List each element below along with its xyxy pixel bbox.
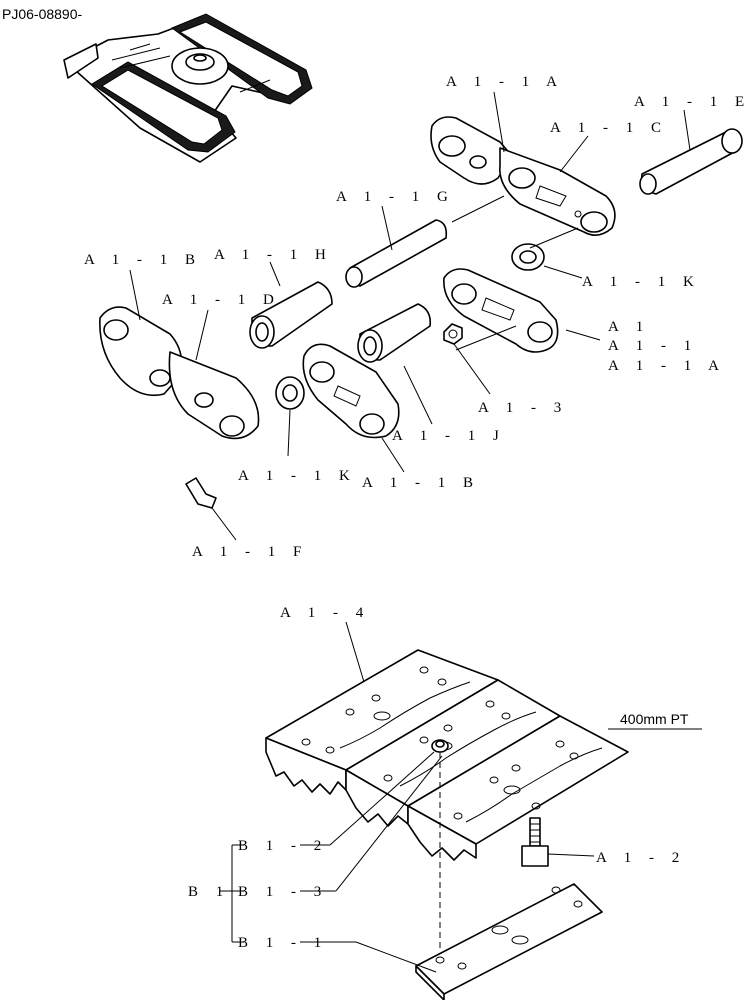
label-a1-1: A 1 - 1 <box>608 338 698 354</box>
track-pin <box>639 128 743 195</box>
label-a1-1f: A 1 - 1 F <box>192 544 308 560</box>
label-a1-1a-top: A 1 - 1 A <box>446 74 564 90</box>
label-b1-2: B 1 - 2 <box>238 838 328 854</box>
label-a1-1b-mid: A 1 - 1 B <box>362 475 480 491</box>
shoe-bolt <box>521 817 549 867</box>
spacer-ring-right <box>511 243 545 271</box>
label-a1-1b-left: A 1 - 1 B <box>84 252 202 268</box>
label-a1-2: A 1 - 2 <box>596 850 686 866</box>
machine-thumbnail <box>63 13 313 163</box>
track-bushing-j <box>357 303 432 363</box>
label-a1-1j: A 1 - 1 J <box>392 428 506 444</box>
link-nut <box>443 323 463 345</box>
label-a1-1h: A 1 - 1 H <box>214 247 333 263</box>
diagram-code: PJ06-08890- <box>2 6 83 22</box>
shoe-width-caption: 400mm PT <box>620 711 689 727</box>
track-shoe-assembly <box>265 649 629 952</box>
label-b1-1: B 1 - 1 <box>238 935 328 951</box>
track-bushing-h <box>249 281 333 349</box>
label-b1: B 1 <box>188 884 230 900</box>
track-link-left <box>99 306 260 440</box>
spacer-ring-left <box>275 376 305 410</box>
label-a1-1a-right: A 1 - 1 A <box>608 358 726 374</box>
label-a1-1g: A 1 - 1 G <box>336 189 455 205</box>
leader-lines-lower <box>220 621 702 973</box>
grease-fitting <box>185 477 217 509</box>
label-a1: A 1 <box>608 319 650 335</box>
label-a1-3: A 1 - 3 <box>478 400 568 416</box>
track-bushing-long <box>345 219 448 288</box>
label-a1-1d: A 1 - 1 D <box>162 292 281 308</box>
label-a1-1k-right: A 1 - 1 K <box>582 274 701 290</box>
label-a1-1k-left: A 1 - 1 K <box>238 468 357 484</box>
track-link-master <box>443 268 559 353</box>
leader-lines-upper <box>129 91 691 541</box>
label-b1-3: B 1 - 3 <box>238 884 328 900</box>
label-a1-4: A 1 - 4 <box>280 605 370 621</box>
shoe-nut-plate <box>415 883 603 1000</box>
track-link-middle <box>302 343 400 439</box>
label-a1-1e: A 1 - 1 E <box>634 94 748 110</box>
part-labels: A 1 - 1 A A 1 - 1 C A 1 - 1 E A 1 - 1 G … <box>84 74 748 951</box>
track-link-assembly-top <box>430 116 616 236</box>
label-a1-1c: A 1 - 1 C <box>550 120 668 136</box>
